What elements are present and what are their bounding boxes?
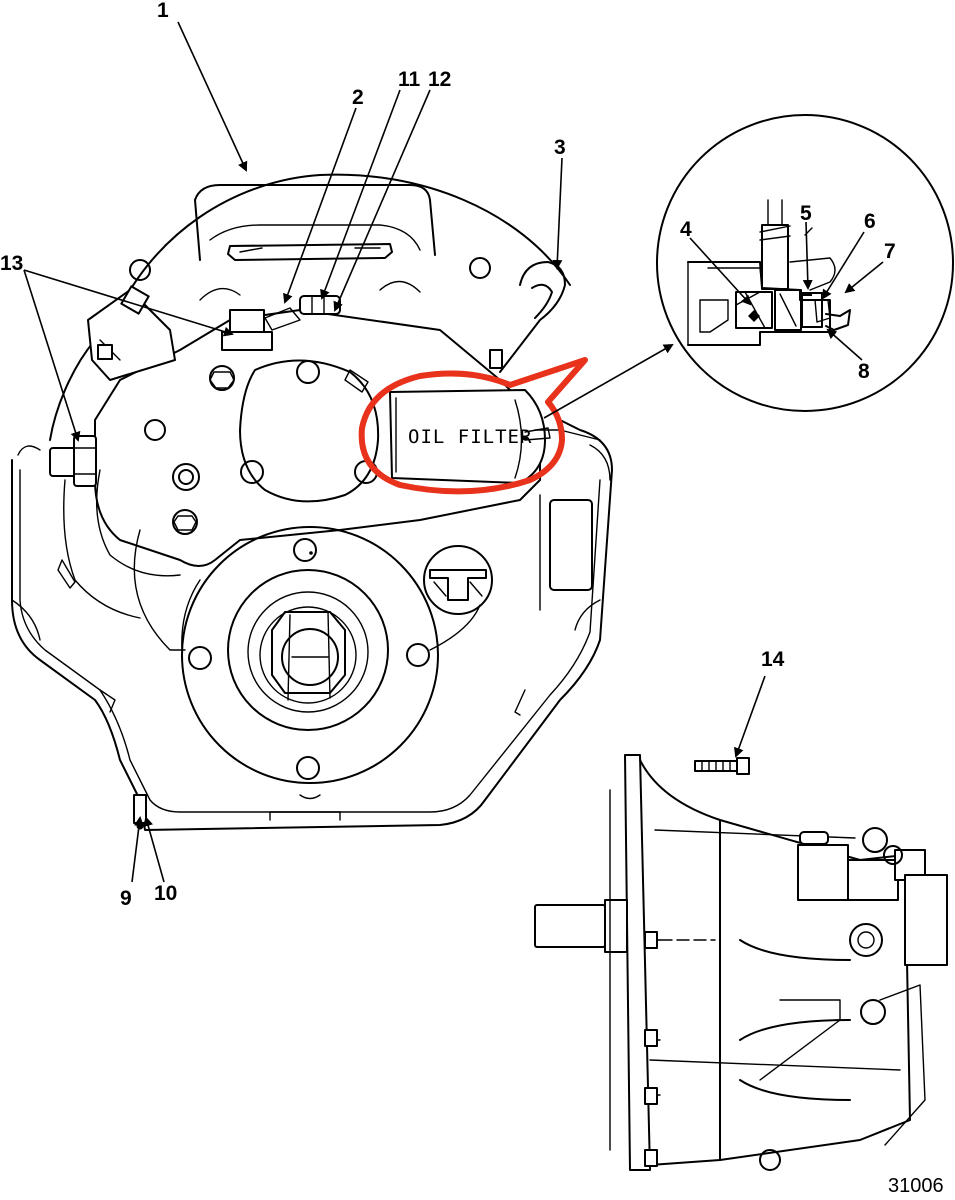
callout-8: 8 bbox=[858, 360, 870, 383]
callout-9: 9 bbox=[120, 887, 132, 910]
front-view-transmission: OIL FILTER bbox=[11, 173, 613, 831]
callout-7: 7 bbox=[884, 240, 896, 263]
leader-lines bbox=[23, 21, 884, 883]
figure-number: 31006 bbox=[888, 1175, 944, 1197]
callout-5: 5 bbox=[800, 202, 812, 225]
callout-6: 6 bbox=[864, 210, 876, 233]
oil-filter-highlight bbox=[358, 357, 588, 495]
callout-12: 12 bbox=[428, 68, 451, 91]
detail-view-circle bbox=[656, 114, 954, 412]
callout-10: 10 bbox=[154, 882, 177, 905]
zf-logo-icon bbox=[423, 545, 493, 615]
callout-2: 2 bbox=[352, 86, 364, 109]
callout-labels: 1 2 11 12 3 13 4 5 6 7 8 9 10 14 bbox=[0, 0, 896, 910]
side-view-transmission bbox=[534, 754, 948, 1171]
callout-4: 4 bbox=[680, 218, 692, 241]
callout-1: 1 bbox=[157, 0, 169, 22]
callout-11: 11 bbox=[398, 68, 421, 91]
oil-filter-label: OIL FILTER bbox=[408, 426, 532, 448]
callout-14: 14 bbox=[761, 648, 785, 671]
callout-3: 3 bbox=[554, 136, 566, 159]
callout-13: 13 bbox=[0, 252, 23, 275]
